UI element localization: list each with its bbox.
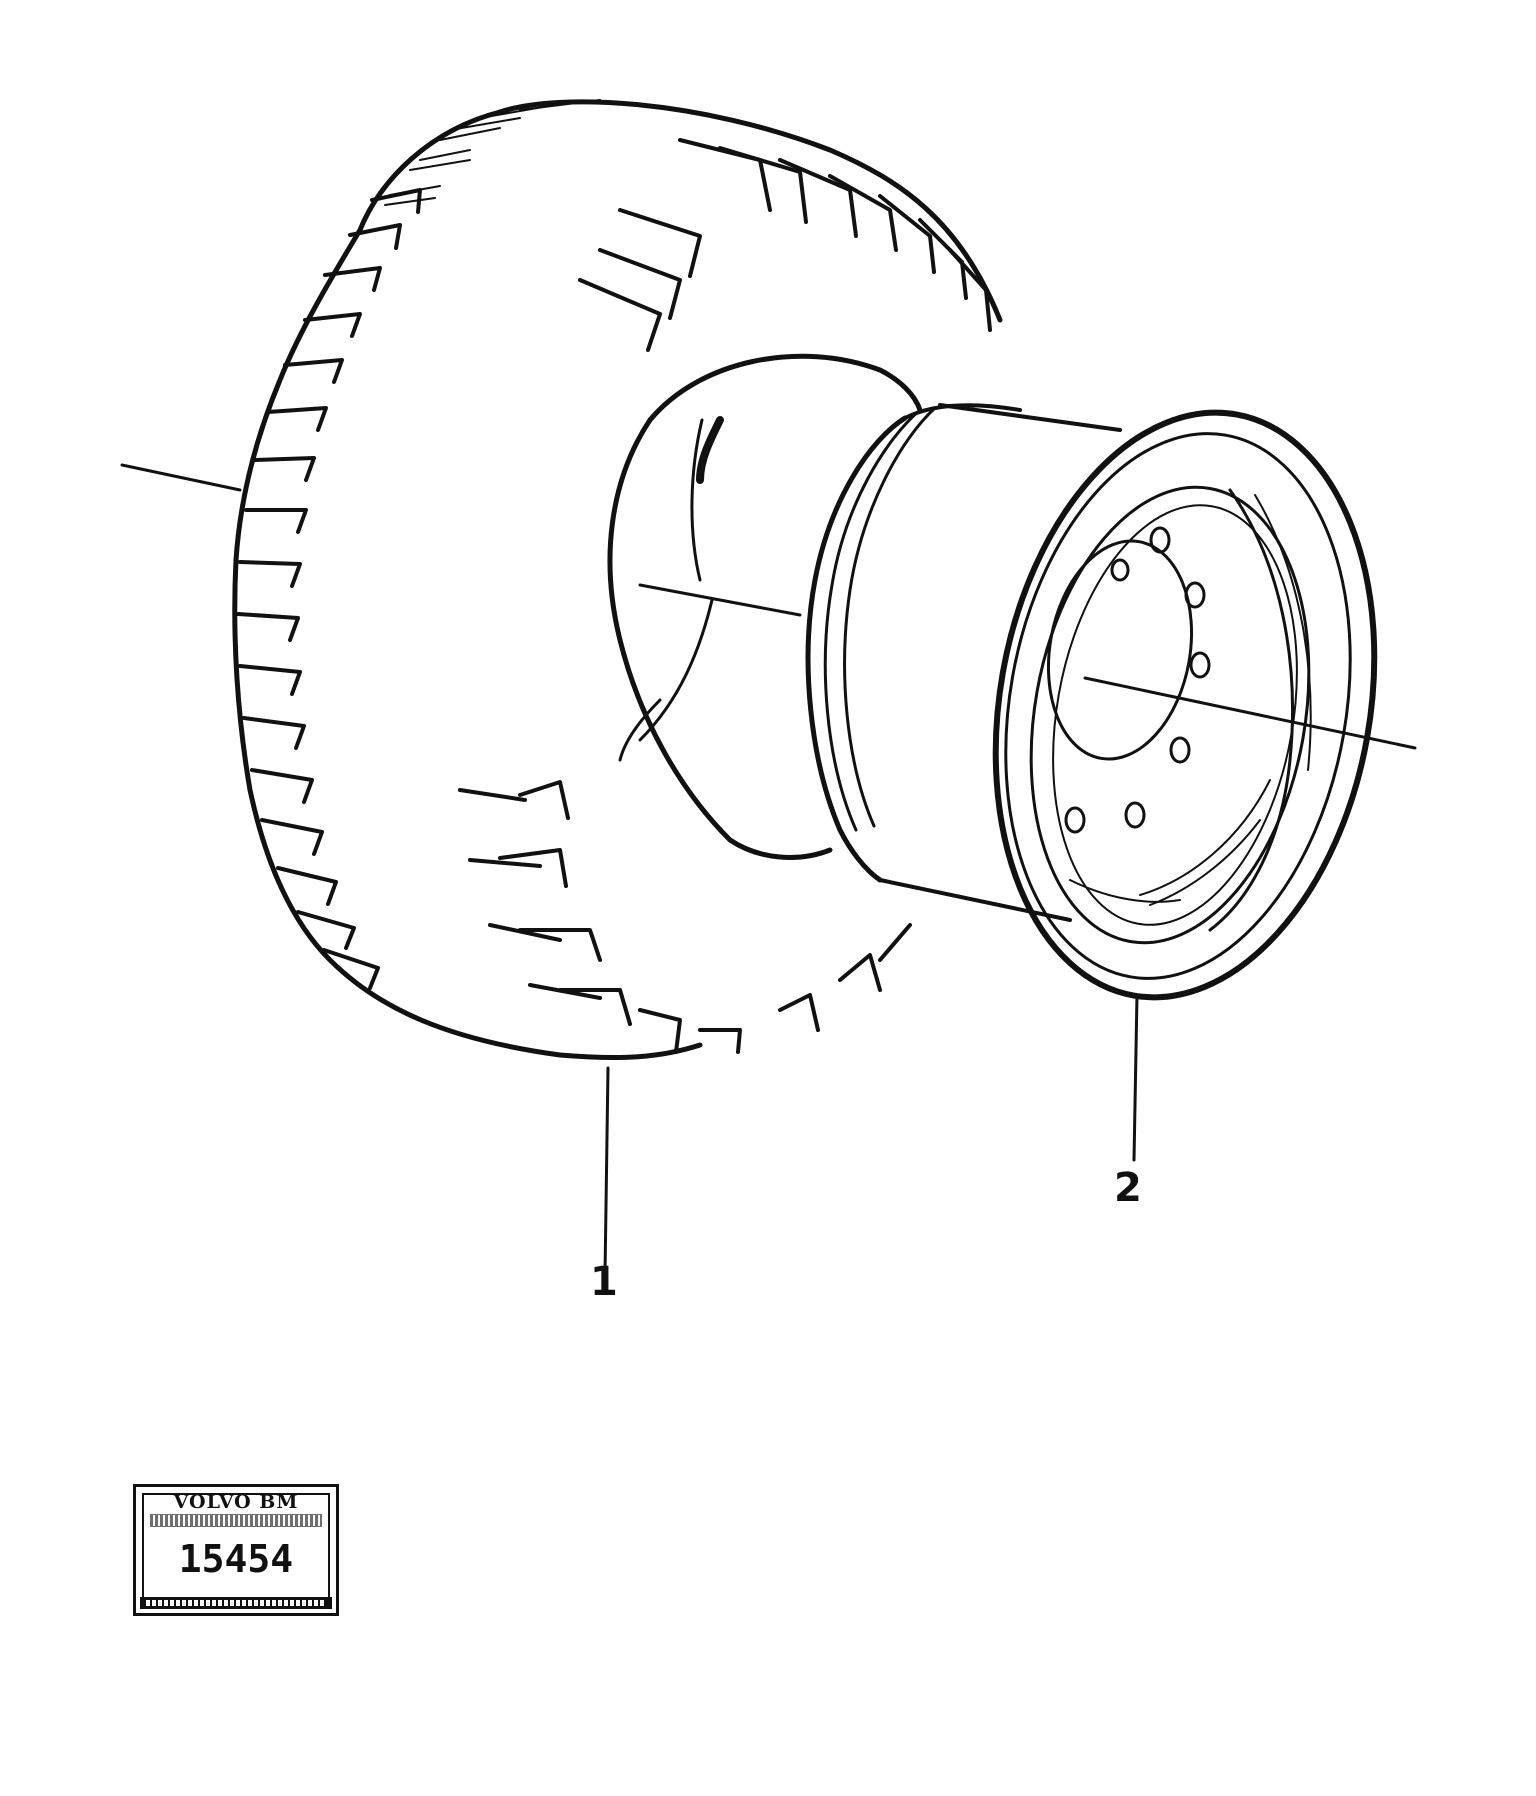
stamp-brand: VOLVO BM xyxy=(173,1491,299,1513)
stamp-subline xyxy=(150,1514,322,1527)
leader-lines xyxy=(120,463,1139,1277)
callout-2: 2 xyxy=(1114,1165,1142,1211)
stamp-number: 15454 xyxy=(178,1537,294,1581)
callout-1: 1 xyxy=(590,1259,618,1305)
stamp-footer xyxy=(140,1597,332,1609)
tyre-drawing xyxy=(232,99,1003,1061)
rim-drawing xyxy=(805,403,1417,1001)
part-number-stamp: VOLVO BM 15454 xyxy=(133,1484,339,1616)
